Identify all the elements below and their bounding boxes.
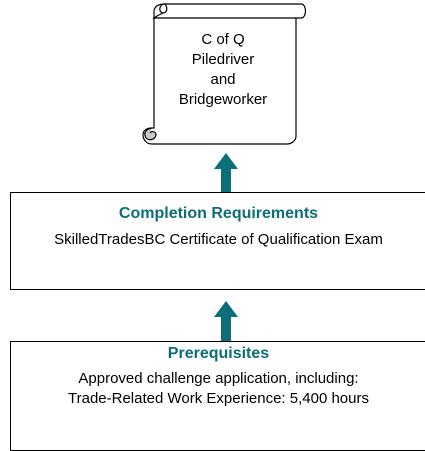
certificate-scroll (142, 3, 307, 145)
completion-requirements-box: Completion Requirements SkilledTradesBC … (10, 192, 425, 290)
prerequisite-line: Trade-Related Work Experience: 5,400 hou… (68, 390, 369, 407)
prerequisite-line: Approved challenge application, includin… (78, 370, 359, 387)
certificate-line: C of Q (201, 31, 245, 48)
certificate-line: Piledriver (191, 51, 255, 68)
prerequisites-body: Approved challenge application, includin… (11, 369, 425, 409)
top-curl (159, 3, 168, 14)
bottom-curl (144, 127, 157, 141)
prerequisites-title: Prerequisites (167, 345, 270, 362)
diagram-canvas (142, 3, 307, 341)
arrow-to-certificate (214, 153, 238, 192)
prerequisites-box: Prerequisites Approved challenge applica… (10, 341, 425, 451)
arrow-to-completion (214, 301, 238, 341)
certificate-label: C of Q Piledriver and Bridgeworker (153, 30, 293, 110)
completion-line: SkilledTradesBC Certificate of Qualifica… (54, 231, 383, 248)
completion-requirements-body: SkilledTradesBC Certificate of Qualifica… (11, 230, 425, 250)
certificate-line: Bridgeworker (178, 91, 268, 108)
certificate-line: and (210, 71, 236, 88)
completion-requirements-title: Completion Requirements (118, 205, 319, 222)
